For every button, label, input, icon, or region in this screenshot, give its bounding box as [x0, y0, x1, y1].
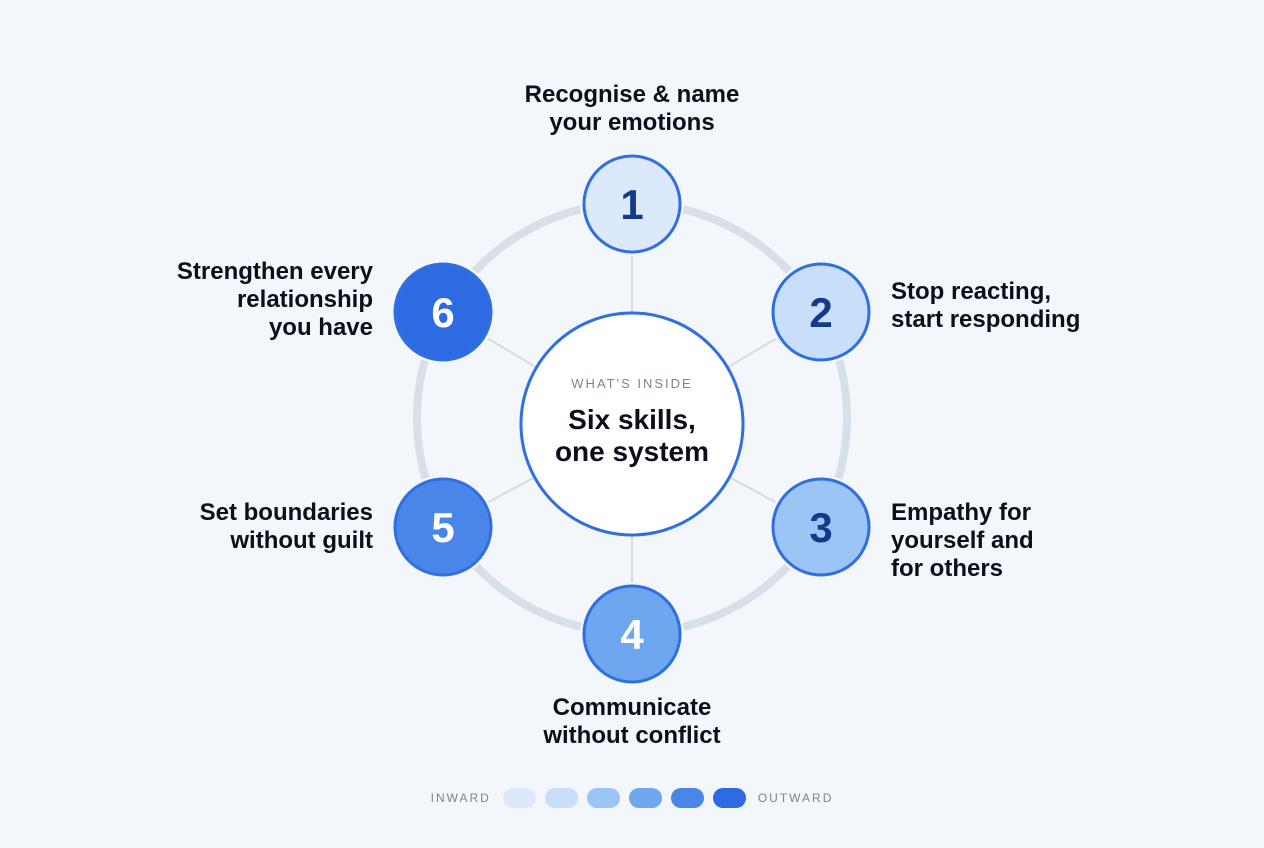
legend-swatch-2: [544, 788, 578, 808]
center-circle: [519, 311, 745, 537]
skill-label-4: Communicate without conflict: [543, 694, 721, 749]
center-eyebrow: WHAT'S INSIDE: [571, 376, 693, 391]
skill-label-3: Empathy for yourself and for others: [891, 499, 1034, 582]
skill-node-circle: [582, 154, 682, 254]
legend-end-label: OUTWARD: [757, 791, 834, 805]
skill-node-number: 2: [809, 289, 832, 336]
skill-label-1: Recognise & name your emotions: [524, 81, 740, 136]
skill-node-3: 3: [769, 475, 873, 579]
legend-swatch-5: [670, 788, 704, 808]
skill-node-1: 1: [580, 152, 684, 256]
skill-node-2: 2: [769, 260, 873, 364]
skill-node-6: 6: [391, 260, 495, 364]
skill-label-2: Stop reacting, start responding: [891, 278, 1081, 333]
skill-node-number: 4: [620, 611, 644, 658]
skill-node-number: 6: [431, 289, 454, 336]
skill-node-4: 4: [580, 582, 684, 686]
skill-label-6: Strengthen every relationship you have: [176, 258, 373, 341]
skill-label-5: Set boundaries without guilt: [199, 499, 373, 554]
legend-swatch-6: [712, 788, 746, 808]
legend-swatch-3: [586, 788, 620, 808]
legend-swatch-4: [628, 788, 662, 808]
skill-node-5: 5: [391, 475, 495, 579]
skill-nodes: 1 2 3 4 5 6: [391, 152, 873, 686]
skill-node-number: 1: [620, 181, 643, 228]
legend-swatch-1: [502, 788, 536, 808]
skill-node-number: 5: [431, 504, 454, 551]
legend-start-label: INWARD: [430, 791, 491, 805]
legend: INWARD OUTWARD: [0, 788, 1264, 808]
skill-node-circle: [771, 477, 871, 577]
skill-node-circle: [771, 262, 871, 362]
skill-node-circle: [393, 262, 493, 362]
center-title: Six skills, one system: [554, 404, 710, 467]
skill-node-number: 3: [809, 504, 832, 551]
skill-node-circle: [393, 477, 493, 577]
skill-node-circle: [582, 584, 682, 684]
